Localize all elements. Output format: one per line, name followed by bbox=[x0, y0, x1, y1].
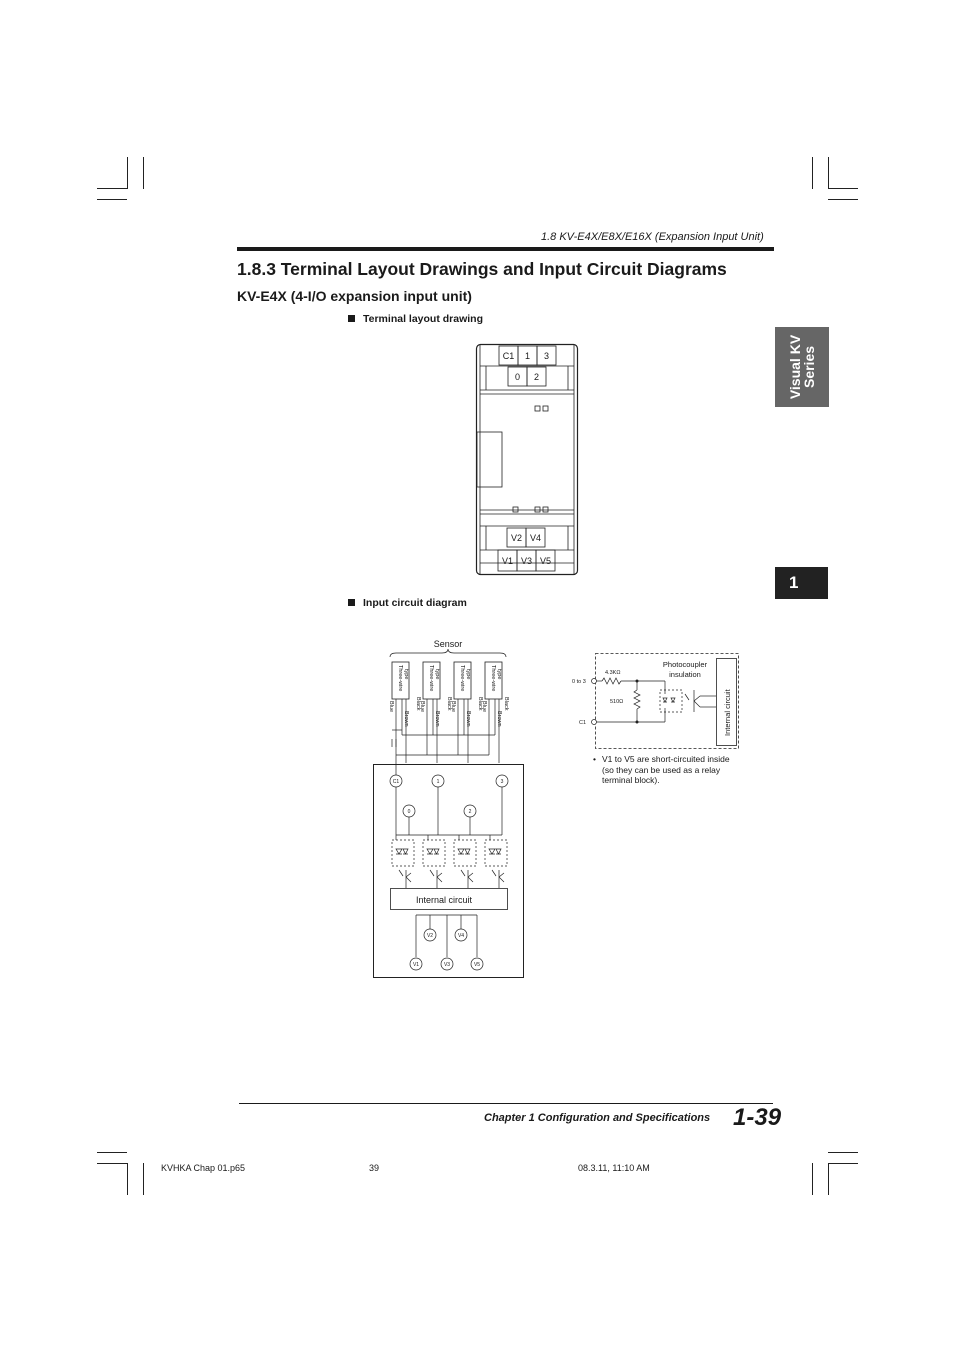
crop-mark bbox=[812, 1163, 813, 1195]
terminal-label: V4 bbox=[530, 533, 541, 543]
terminal-label: V2 bbox=[427, 933, 433, 939]
sensor-type-text: type bbox=[496, 669, 502, 679]
print-file-name: KVHKA Chap 01.p65 bbox=[161, 1163, 246, 1173]
crop-mark bbox=[828, 1152, 858, 1153]
wire-label: Blue bbox=[419, 701, 425, 712]
footer-rule bbox=[239, 1103, 773, 1104]
sensor-1: Three-wire type Blue Brown Black bbox=[388, 661, 421, 727]
input-terminal-label: 0 to 3 bbox=[572, 679, 586, 685]
section-title: 1.8.3 Terminal Layout Drawings and Input… bbox=[237, 259, 727, 279]
sensor-type-text: Three-wire bbox=[490, 665, 496, 691]
crop-mark bbox=[828, 157, 829, 189]
terminal-label: V3 bbox=[444, 962, 450, 968]
sensor-type-text: type bbox=[403, 669, 409, 679]
bullet-square-icon bbox=[348, 599, 355, 606]
print-timestamp: 08.3.11, 11:10 AM bbox=[578, 1163, 650, 1173]
input-circuit-heading: Input circuit diagram bbox=[348, 597, 467, 609]
crop-mark bbox=[143, 1163, 144, 1195]
terminal-label: V3 bbox=[521, 556, 532, 566]
wire-label: Blue bbox=[481, 701, 487, 712]
crop-mark bbox=[143, 157, 144, 189]
terminal-label: 1 bbox=[525, 351, 530, 361]
terminal-label: V5 bbox=[540, 556, 551, 566]
resistor-1-label: 4.3KΩ bbox=[605, 670, 620, 676]
sensor-type-text: type bbox=[434, 669, 440, 679]
wire-label: Black bbox=[477, 697, 483, 711]
sensor-3: Three-wire type Blue Brown Black bbox=[450, 661, 483, 727]
terminal-label: 3 bbox=[544, 351, 549, 361]
input-circuit-diagram: Sensor Three-wire type Blue Brown Black … bbox=[373, 639, 524, 978]
note-line: V1 to V5 are short-circuited inside bbox=[602, 754, 730, 764]
terminal-label: V2 bbox=[511, 533, 522, 543]
terminal-label: 3 bbox=[501, 779, 504, 785]
internal-circuit-label: Internal circuit bbox=[723, 688, 732, 736]
note-bullet: • bbox=[593, 754, 596, 764]
short-circuit-note: • V1 to V5 are short-circuited inside (s… bbox=[593, 754, 730, 786]
note-line: (so they can be used as a relay bbox=[602, 764, 721, 775]
print-sheet-number: 39 bbox=[369, 1163, 380, 1173]
crop-mark bbox=[828, 1163, 829, 1195]
sensor-type-text: Three-wire bbox=[459, 665, 465, 691]
sensor-label: Sensor bbox=[434, 639, 463, 649]
terminal-label: C1 bbox=[393, 779, 400, 785]
sensor-2: Three-wire type Blue Brown Black bbox=[419, 661, 452, 727]
bullet-square-icon bbox=[348, 315, 355, 322]
wire-label: Black bbox=[446, 697, 452, 711]
wire-label: Black bbox=[415, 697, 421, 711]
side-tab-line1: Visual KV bbox=[787, 334, 803, 400]
crop-mark bbox=[828, 1163, 858, 1164]
common-terminal-label: C1 bbox=[579, 720, 586, 726]
terminal-label: 0 bbox=[515, 372, 520, 382]
terminal-layout-drawing: C1 1 3 0 2 V2 V4 V1 V3 V5 bbox=[475, 343, 579, 576]
terminal-label: V5 bbox=[474, 962, 480, 968]
terminal-label: 0 bbox=[408, 809, 411, 815]
equivalent-input-circuit: Internal circuit 4.3KΩ 510Ω 0 to 3 C1 Ph… bbox=[572, 653, 739, 749]
running-header: 1.8 KV-E4X/E8X/E16X (Expansion Input Uni… bbox=[541, 231, 764, 243]
terminal-label: V4 bbox=[458, 933, 464, 939]
crop-mark bbox=[828, 199, 858, 200]
crop-mark bbox=[127, 1163, 128, 1195]
photocoupler-label: Photocoupler bbox=[663, 660, 708, 669]
terminal-label: V1 bbox=[413, 962, 419, 968]
resistor-2-label: 510Ω bbox=[610, 699, 623, 705]
internal-circuit-label: Internal circuit bbox=[416, 895, 473, 905]
wire-label: Blue bbox=[450, 701, 456, 712]
header-rule bbox=[237, 247, 774, 251]
terminal-label: C1 bbox=[503, 351, 515, 361]
photocoupler-array bbox=[391, 839, 508, 888]
wire-label: Blue bbox=[388, 701, 394, 712]
crop-mark bbox=[97, 1152, 127, 1153]
crop-mark bbox=[97, 199, 127, 200]
terminal-label: 2 bbox=[534, 372, 539, 382]
chapter-number-tab: 1 bbox=[775, 567, 828, 599]
terminal-label: V1 bbox=[502, 556, 513, 566]
section-subtitle: KV-E4X (4-I/O expansion input unit) bbox=[237, 288, 472, 304]
footer-chapter: Chapter 1 Configuration and Specificatio… bbox=[484, 1112, 711, 1124]
sensor-type-text: Three-wire bbox=[397, 665, 403, 691]
crop-mark bbox=[127, 157, 128, 189]
terminal-label: 1 bbox=[437, 779, 440, 785]
crop-mark bbox=[812, 157, 813, 189]
sensor-wiring bbox=[391, 699, 500, 775]
crop-mark bbox=[828, 188, 858, 189]
sensor-type-text: Three-wire bbox=[428, 665, 434, 691]
terminal-layout-heading-text: Terminal layout drawing bbox=[363, 313, 483, 325]
terminal-layout-heading: Terminal layout drawing bbox=[348, 313, 483, 325]
crop-mark bbox=[97, 188, 127, 189]
crop-mark bbox=[97, 1163, 127, 1164]
side-tab-line2: Series bbox=[801, 345, 817, 389]
page-number: 1-39 bbox=[733, 1104, 782, 1131]
input-circuit-heading-text: Input circuit diagram bbox=[363, 597, 467, 609]
terminal-label: 2 bbox=[469, 809, 472, 815]
note-line: terminal block). bbox=[602, 775, 660, 785]
sensor-type-text: type bbox=[465, 669, 471, 679]
wire-label: Black bbox=[503, 697, 509, 711]
photocoupler-label: insulation bbox=[669, 670, 701, 679]
